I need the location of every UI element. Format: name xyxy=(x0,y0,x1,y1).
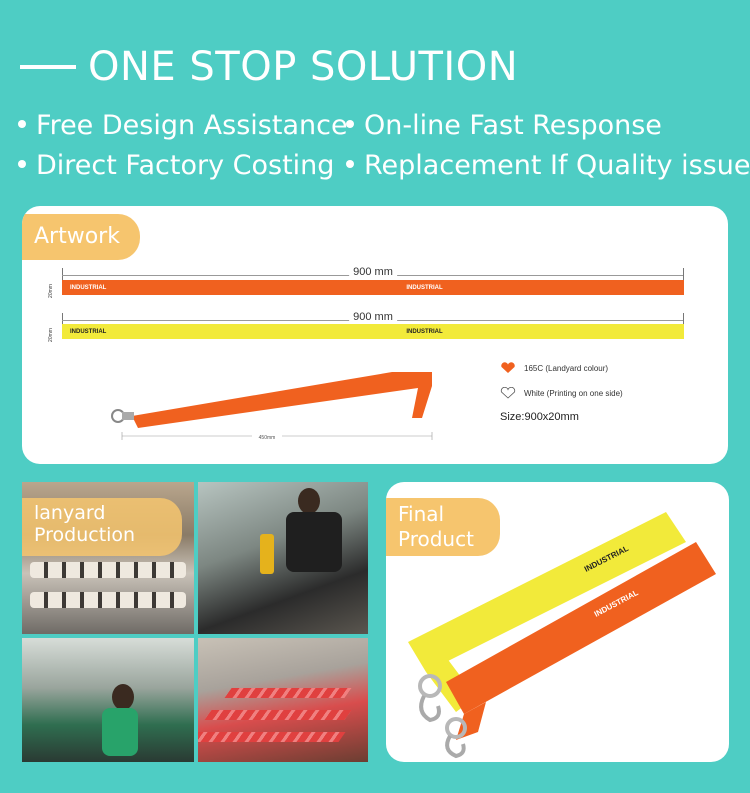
legend-item-white: White (Printing on one side) xyxy=(500,387,623,399)
artwork-tag: Artwork xyxy=(22,214,140,260)
heart-icon xyxy=(501,362,515,373)
side-mark: 20mm xyxy=(47,328,54,342)
final-product-card: INDUSTRIAL INDUSTRIAL Final Product xyxy=(386,482,729,762)
photo-worker-sewing xyxy=(198,482,368,634)
photo-production-line xyxy=(198,638,368,762)
dimension-top-label: 900 mm xyxy=(349,266,397,278)
bullet-icon xyxy=(346,119,354,128)
feature-item: Direct Factory Costing xyxy=(18,150,334,181)
strap-print-text: INDUSTRIAL xyxy=(70,328,107,335)
dimension-top: 900 mm xyxy=(62,266,684,282)
final-product-illustration: INDUSTRIAL INDUSTRIAL xyxy=(408,512,716,759)
legend-label: White (Printing on one side) xyxy=(524,388,623,398)
feature-label: On-line Fast Response xyxy=(364,110,662,141)
yellow-strap-artwork: INDUSTRIAL INDUSTRIAL xyxy=(62,324,684,339)
feature-item: Free Design Assistance xyxy=(18,110,348,141)
artwork-card: Artwork 900 mm 20mm INDUSTRIAL INDUSTRIA… xyxy=(22,206,728,464)
photo-weaving-workshop xyxy=(22,638,194,762)
final-product-tag: Final Product xyxy=(386,498,500,556)
side-mark: 20mm xyxy=(47,284,54,298)
strap-print-text: INDUSTRIAL xyxy=(70,284,107,291)
production-tag: lanyard Production xyxy=(22,498,182,556)
bullet-icon xyxy=(346,159,354,168)
feature-label: Direct Factory Costing xyxy=(36,150,335,181)
legend-label: 165C (Landyard colour) xyxy=(524,363,609,373)
bullet-icon xyxy=(18,159,26,168)
bullet-icon xyxy=(18,119,26,128)
dimension-bottom: 900 mm xyxy=(62,311,684,327)
feature-item: Replacement If Quality issue xyxy=(346,150,750,181)
lanyard-illustration: 450mm xyxy=(111,372,433,441)
legend-item-orange: 165C (Landyard colour) xyxy=(500,362,608,374)
production-photos: lanyard Production xyxy=(22,482,368,762)
feature-label: Replacement If Quality issue xyxy=(364,150,750,181)
feature-item: On-line Fast Response xyxy=(346,110,662,141)
orange-strap-artwork: INDUSTRIAL INDUSTRIAL xyxy=(62,280,684,295)
heart-outline-icon xyxy=(500,387,516,399)
strap-print-text: INDUSTRIAL xyxy=(406,328,443,335)
header-divider-line xyxy=(20,65,76,69)
header: ONE STOP SOLUTION xyxy=(20,44,518,90)
feature-label: Free Design Assistance xyxy=(36,110,348,141)
page-title: ONE STOP SOLUTION xyxy=(88,44,519,90)
strap-print-text: INDUSTRIAL xyxy=(406,284,443,291)
mini-dimension-label: 450mm xyxy=(259,435,276,441)
dimension-bottom-label: 900 mm xyxy=(349,311,397,323)
size-text: Size:900x20mm xyxy=(500,411,579,423)
